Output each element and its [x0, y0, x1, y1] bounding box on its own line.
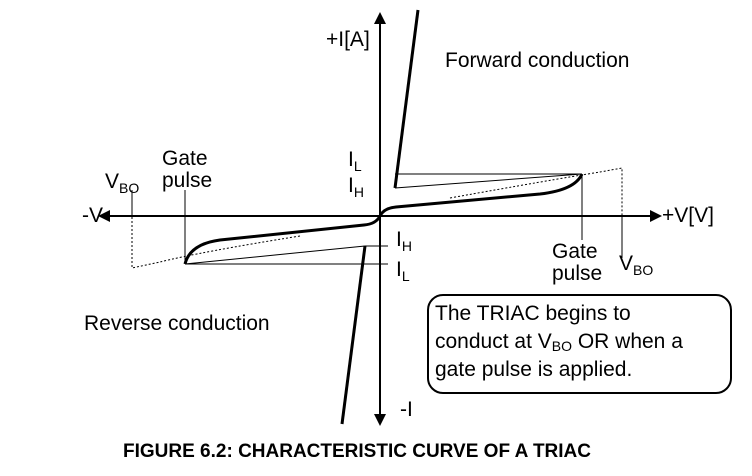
note-line-3: gate pulse is applied. [435, 358, 633, 381]
triac-note-box: The TRIAC begins to conduct at VBO OR wh… [427, 294, 732, 394]
il-label-reverse: IL [396, 258, 410, 284]
x-axis-positive-label: +V[V] [662, 204, 714, 227]
reverse-conduction-label: Reverse conduction [84, 312, 270, 335]
reverse-blocking-curve [183, 215, 382, 265]
figure-caption: FIGURE 6.2: CHARACTERISTIC CURVE OF A TR… [123, 441, 591, 462]
vbo-label-reverse: VBO [105, 170, 139, 196]
reverse-breakover-dotted [131, 216, 301, 269]
note-line-1: The TRIAC begins to [435, 302, 631, 325]
il-label-forward: IL [348, 148, 362, 174]
reverse-hold-line [184, 245, 366, 265]
gate-label-reverse-line2: pulse [162, 169, 212, 192]
forward-breakover-dotted [449, 167, 623, 216]
forward-conduction-label: Forward conduction [445, 49, 629, 72]
gate-label-forward-line2: pulse [552, 262, 602, 285]
note-line-2: conduct at VBO OR when a [435, 330, 683, 354]
forward-blocking-curve [378, 173, 584, 217]
y-axis-negative-label: -I [400, 398, 413, 421]
y-axis-positive-label: +I[A] [326, 28, 370, 51]
ih-label-reverse: IH [396, 228, 412, 254]
gate-label-reverse-line1: Gate [162, 147, 208, 170]
gate-label-forward-line1: Gate [552, 240, 598, 263]
vbo-label-forward: VBO [619, 252, 653, 278]
reverse-conduction-line [340, 245, 367, 425]
forward-conduction-line [393, 9, 420, 189]
ih-label-forward: IH [348, 174, 364, 200]
forward-hold-line [394, 173, 583, 189]
x-axis-negative-label: -V [82, 204, 103, 227]
